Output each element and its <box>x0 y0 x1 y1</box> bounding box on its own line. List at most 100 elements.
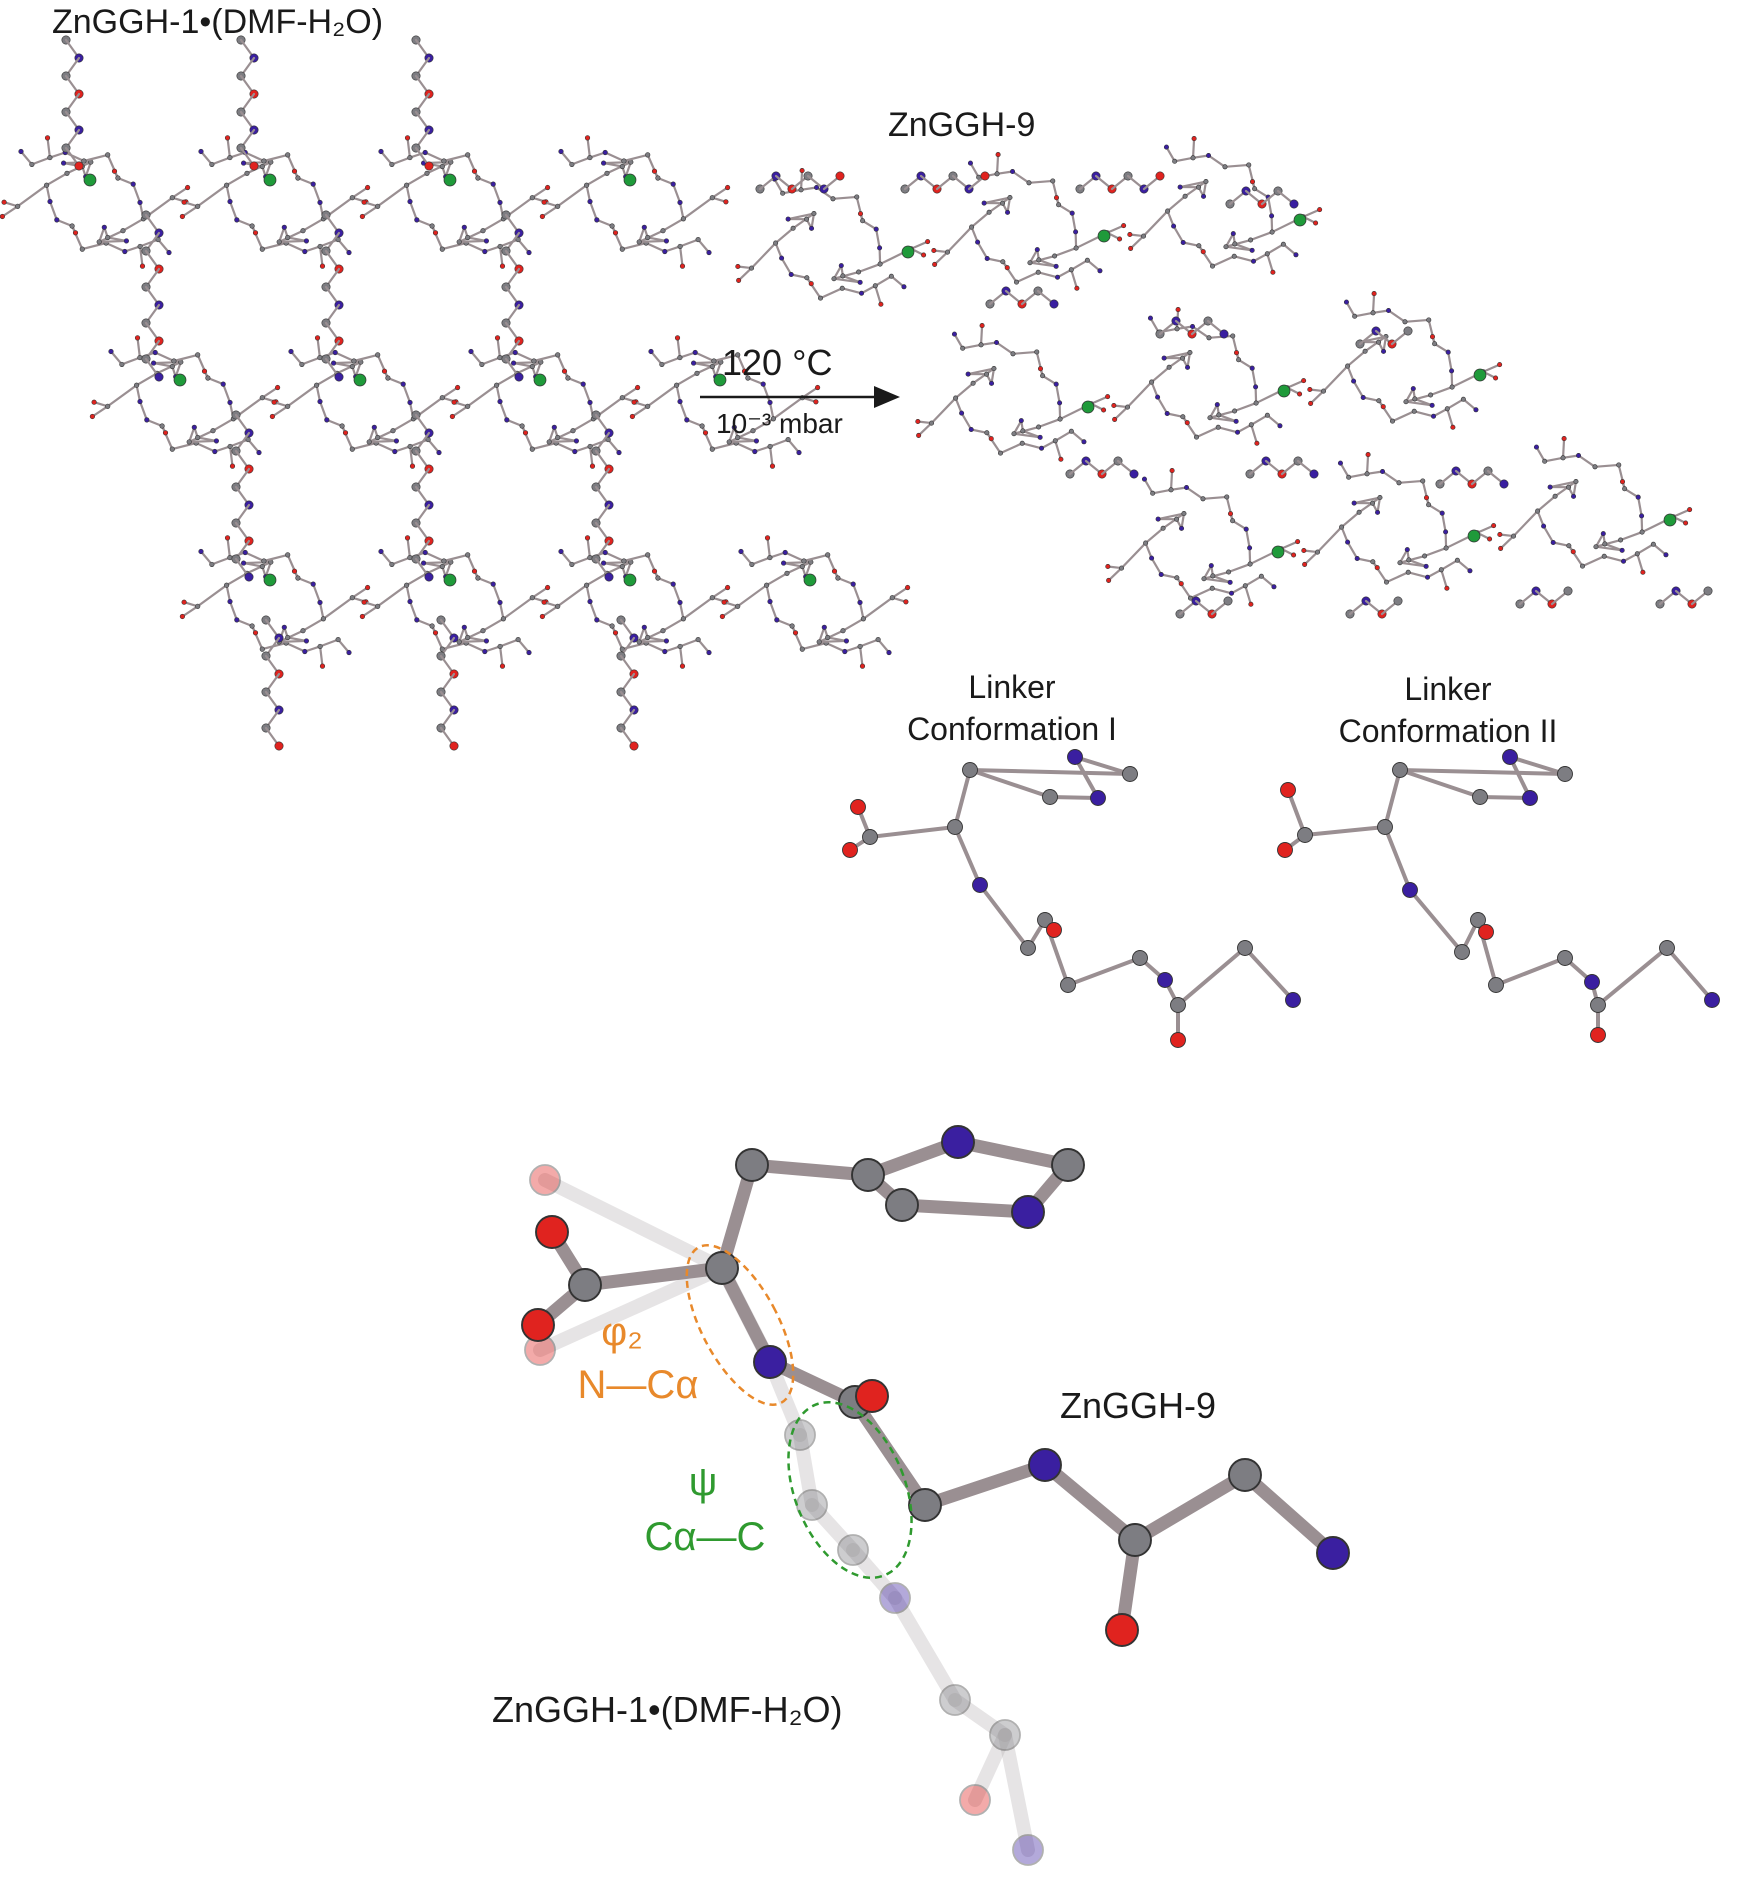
atom-sphere <box>439 163 445 170</box>
atom-sphere <box>424 161 434 171</box>
bond-line <box>210 156 231 166</box>
bond-line <box>1021 442 1043 450</box>
atom-sphere <box>995 152 1001 158</box>
bond-line <box>351 186 369 199</box>
atom-sphere <box>580 381 586 387</box>
zngh1-framework-structure <box>0 35 911 751</box>
atom-sphere <box>179 213 185 220</box>
atom-sphere <box>1277 423 1283 429</box>
bond-line <box>953 332 964 350</box>
atom-sphere <box>482 648 488 655</box>
atom-sphere <box>1511 533 1517 539</box>
atom-sphere <box>975 239 981 245</box>
atom-sphere <box>1201 576 1207 582</box>
atom-sphere <box>968 426 974 433</box>
bond-line <box>585 584 592 603</box>
atom-sphere <box>545 184 551 191</box>
atom-sphere <box>535 1215 569 1249</box>
atom-sphere <box>111 168 118 174</box>
bond-line <box>514 351 536 363</box>
atom-sphere <box>903 599 909 605</box>
bond-line <box>566 376 585 386</box>
atom-sphere <box>1370 310 1376 316</box>
bond-line <box>1230 584 1247 595</box>
bond-line <box>406 136 411 159</box>
bond-line <box>1371 309 1390 314</box>
bond-line <box>82 153 109 163</box>
bond-line <box>852 583 862 604</box>
bond-line <box>582 383 592 404</box>
atom-sphere <box>249 161 259 171</box>
bond-line <box>498 601 505 620</box>
bond-line <box>678 245 684 268</box>
atom-sphere <box>1207 415 1213 421</box>
atom-sphere <box>317 599 323 606</box>
atom-sphere <box>529 195 535 201</box>
atom-sphere <box>631 399 637 405</box>
bond-line <box>805 276 822 300</box>
atom-sphere <box>259 395 265 401</box>
atom-sphere <box>616 449 622 456</box>
atom-sphere <box>645 403 651 409</box>
atom-sphere <box>529 446 535 452</box>
bond-line <box>556 436 578 442</box>
bond-line <box>1413 397 1434 407</box>
atom-sphere <box>878 301 884 307</box>
bond-line <box>1128 1468 1252 1547</box>
bond-line <box>1365 453 1370 475</box>
bond-line <box>602 561 624 568</box>
bond-line <box>1665 946 1714 1002</box>
atom-sphere <box>123 238 129 244</box>
atom-sphere <box>407 399 413 406</box>
bond-line <box>660 356 682 366</box>
bond-line <box>1345 300 1356 318</box>
atom-sphere <box>1380 404 1386 410</box>
bond-line <box>1066 956 1142 987</box>
atom-sphere <box>1487 536 1493 542</box>
atom-sphere <box>1478 924 1494 940</box>
bond-line <box>405 184 412 203</box>
atom-sphere <box>1339 524 1345 530</box>
atom-sphere <box>1027 260 1033 266</box>
bond-line <box>1250 414 1269 426</box>
bond-line <box>971 367 996 385</box>
bond-line <box>819 287 844 300</box>
atom-sphere <box>224 535 231 541</box>
bond-line <box>121 217 145 232</box>
atom-sphere <box>96 239 102 245</box>
bond-line <box>672 183 682 204</box>
bond-line <box>857 262 882 274</box>
atom-sphere <box>573 438 579 444</box>
atom-sphere <box>1352 313 1358 319</box>
bond-line <box>225 184 232 203</box>
bond-line <box>154 351 175 363</box>
bond-line <box>235 618 254 628</box>
atom-sphere <box>784 1419 816 1451</box>
atom-sphere <box>619 646 625 652</box>
atom-sphere <box>1251 258 1257 264</box>
atom-sphere <box>1168 487 1174 493</box>
bond-line <box>229 445 234 468</box>
atom-sphere <box>555 434 561 441</box>
atom-sphere <box>300 228 306 234</box>
atom-sphere <box>18 148 24 155</box>
bond-line <box>161 424 174 451</box>
atom-sphere <box>619 163 625 170</box>
atom-sphere <box>1011 431 1017 437</box>
atom-sphere <box>195 203 201 209</box>
bond-line <box>556 184 588 208</box>
bond-line <box>860 284 877 295</box>
atom-sphere <box>224 135 231 141</box>
atom-sphere <box>1576 453 1582 459</box>
atom-sphere <box>1049 299 1059 309</box>
atom-sphere <box>271 399 277 405</box>
atom-sphere <box>1522 790 1538 806</box>
bond-line <box>1567 544 1584 568</box>
bond-line <box>386 376 405 386</box>
bond-line <box>1070 268 1078 290</box>
atom-sphere <box>529 595 535 601</box>
bond-line <box>376 184 408 208</box>
atom-sphere <box>1269 213 1275 219</box>
atom-sphere <box>1097 268 1103 274</box>
atom-sphere <box>227 399 233 406</box>
